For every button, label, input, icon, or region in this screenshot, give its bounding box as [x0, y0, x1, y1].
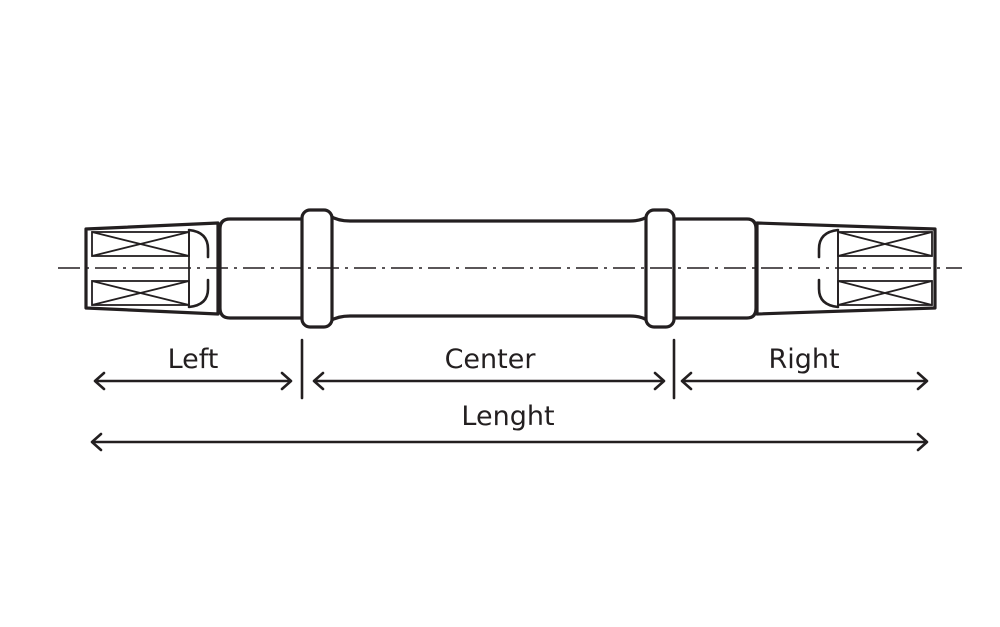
length-dimension-arrow	[90, 432, 929, 452]
length-label: Lenght	[461, 401, 554, 432]
right-dimension-arrow	[680, 371, 929, 391]
right-taper-flat	[817, 228, 840, 259]
bottom-bracket-spindle-icon	[58, 208, 962, 329]
right-square-taper-hatch	[837, 231, 933, 306]
left-taper-flat	[187, 228, 210, 259]
right-taper-flat	[817, 278, 840, 309]
left-label: Left	[168, 344, 219, 375]
center-label: Center	[445, 344, 537, 375]
left-taper-flat	[187, 278, 210, 309]
right-bearing-seat	[670, 217, 758, 320]
left-square-taper-hatch	[91, 231, 190, 306]
right-label: Right	[768, 344, 839, 375]
center-body	[328, 214, 650, 323]
left-dimension-arrow	[93, 371, 293, 391]
center-dimension-arrow	[312, 371, 666, 391]
